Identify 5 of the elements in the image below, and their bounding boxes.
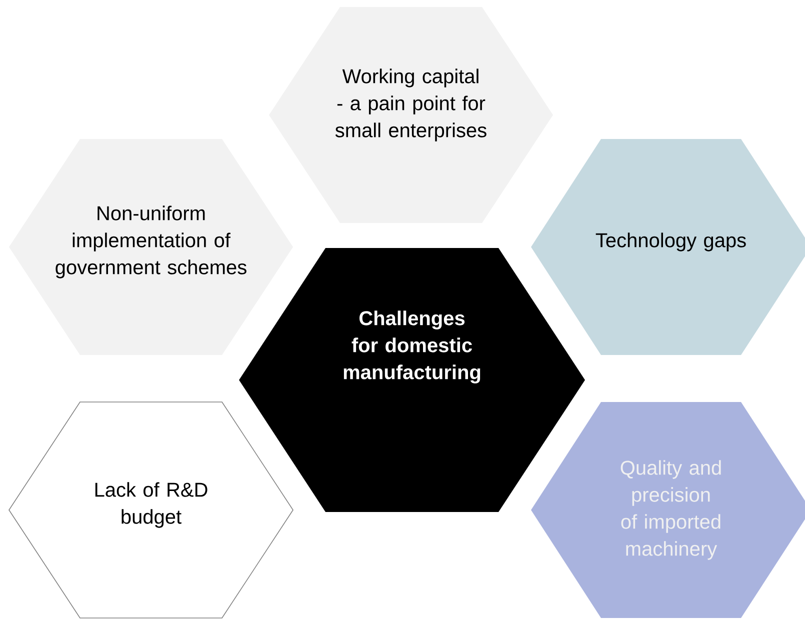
hexagon: Working capital - a pain point for small enterprises: [269, 7, 553, 223]
hexagon: Quality and precision of imported machinery: [531, 402, 805, 618]
hexagon: Lack of R&D budget: [8, 402, 294, 618]
hexagon: Technology gaps: [531, 139, 805, 355]
hexagon: Non-uniform implementation of government schemes: [9, 139, 293, 355]
